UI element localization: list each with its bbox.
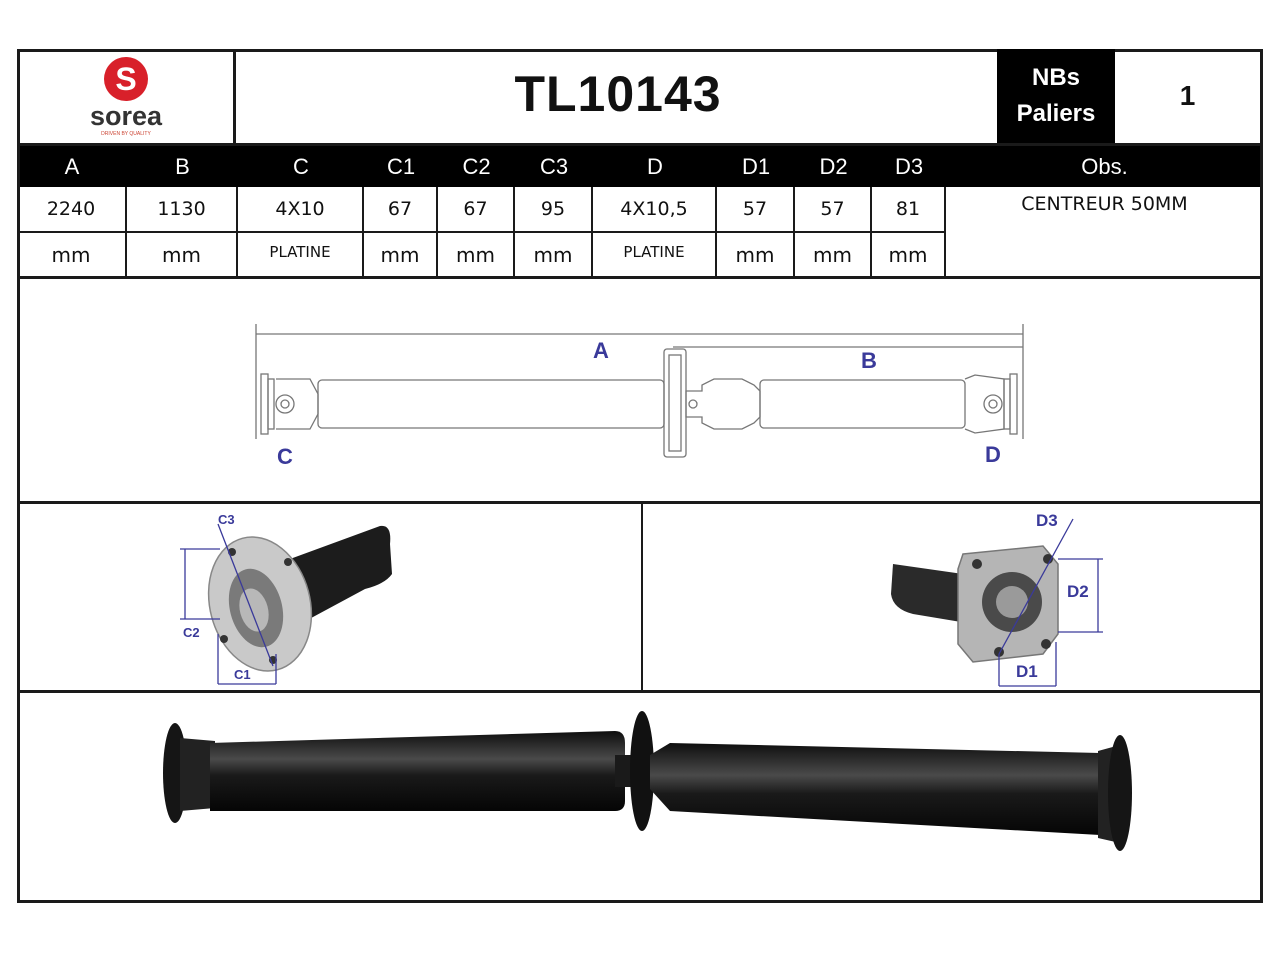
- dim-label-a: A: [593, 338, 609, 363]
- bearings-label-line2: Paliers: [1016, 100, 1096, 127]
- svg-text:S: S: [115, 61, 136, 97]
- spec-value-d3: 81: [872, 187, 946, 233]
- spec-header-c1: C1: [364, 146, 438, 187]
- shaft-diagram: A B C D: [255, 324, 1024, 469]
- flange-d-detail-panel: D3 D2 D1: [643, 504, 1263, 693]
- spec-header-b: B: [127, 146, 238, 187]
- flange-d-detail: D3 D2 D1: [891, 511, 1103, 687]
- product-photo-panel: [17, 693, 1263, 903]
- dim-label-c: C: [277, 444, 293, 469]
- sorea-logo: S sorea DRIVEN BY QUALITY: [90, 57, 163, 137]
- spec-header-d2: D2: [795, 146, 872, 187]
- svg-text:DRIVEN BY QUALITY: DRIVEN BY QUALITY: [101, 131, 151, 137]
- dim-label-b: B: [861, 348, 877, 373]
- title-block: [17, 49, 1263, 146]
- spec-header-c3: C3: [515, 146, 593, 187]
- spec-value-c2: 67: [438, 187, 515, 233]
- bearings-count: 1: [1179, 80, 1196, 111]
- spec-header-d: D: [593, 146, 717, 187]
- spec-value-obs: CENTREUR 50MM: [1021, 193, 1188, 215]
- bearings-label: NBs Paliers: [997, 49, 1115, 143]
- spec-header-a: A: [17, 146, 127, 187]
- spec-header-c2: C2: [438, 146, 515, 187]
- spec-value-c: 4X10: [238, 187, 364, 233]
- detail-label-d2: D2: [1067, 582, 1089, 601]
- detail-label-d1: D1: [1016, 662, 1038, 681]
- spec-value-c3: 95: [515, 187, 593, 233]
- spec-value-b: 1130: [127, 187, 238, 233]
- spec-header-d1: D1: [717, 146, 795, 187]
- detail-label-d3: D3: [1036, 511, 1058, 530]
- spec-header-obs: Obs.: [946, 146, 1263, 187]
- spec-unit-c1: mm: [364, 233, 438, 279]
- part-number: TL10143: [514, 66, 722, 122]
- spec-header-c: C: [238, 146, 364, 187]
- spec-value-d2: 57: [795, 187, 872, 233]
- shaft-diagram-panel: A B C D: [17, 279, 1263, 504]
- spec-value-d1: 57: [717, 187, 795, 233]
- detail-label-c3: C3: [218, 512, 235, 527]
- driveshaft-photo: [163, 711, 1132, 851]
- svg-text:sorea: sorea: [90, 101, 163, 131]
- detail-label-c2: C2: [183, 625, 200, 640]
- bearings-label-line1: NBs: [1031, 64, 1080, 91]
- flange-c-detail-panel: C3 C2 C1: [17, 504, 643, 693]
- spec-header-d3: D3: [872, 146, 946, 187]
- flange-c-detail: C3 C2 C1: [180, 512, 392, 685]
- logo-circle-icon: [104, 57, 148, 101]
- dim-label-d: D: [985, 442, 1001, 467]
- spec-value-d: 4X10,5: [593, 187, 717, 233]
- spec-value-c1: 67: [364, 187, 438, 233]
- logo-cell: S sorea DRIVEN BY QUALITY: [20, 52, 236, 143]
- detail-label-c1: C1: [234, 667, 251, 682]
- spec-table-border: [17, 146, 1263, 279]
- spec-value-a: 2240: [17, 187, 127, 233]
